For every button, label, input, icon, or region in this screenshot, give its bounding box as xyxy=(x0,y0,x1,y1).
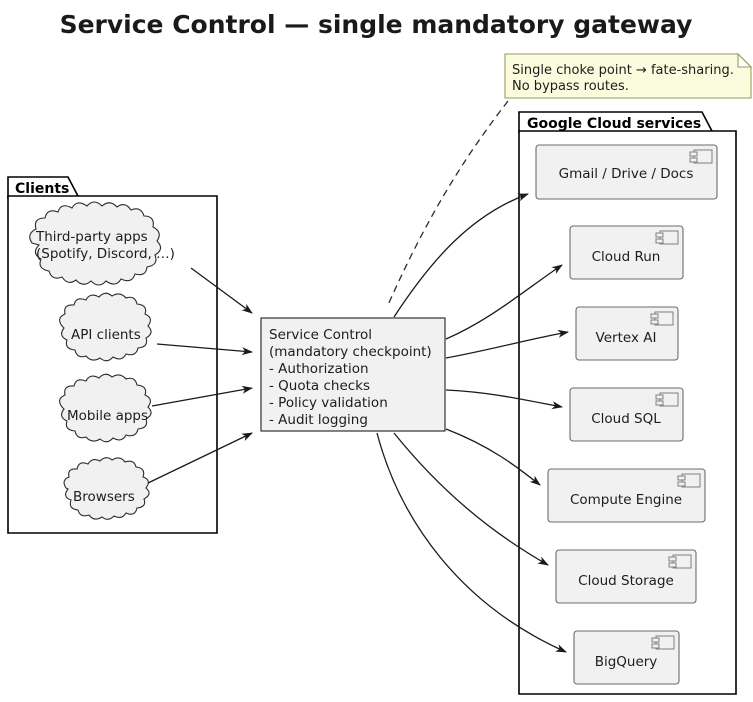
single-choke-point-note: Single choke point → fate-sharing. No by… xyxy=(504,52,753,99)
note-anchor-link xyxy=(387,100,509,306)
component-label: Gmail / Drive / Docs xyxy=(559,166,694,182)
component-label: Cloud Run xyxy=(592,249,661,265)
cloud-label: Browsers xyxy=(73,489,135,505)
gateway-line-2: (mandatory checkpoint) xyxy=(269,344,432,360)
component-label: Vertex AI xyxy=(596,330,657,346)
component-label: Cloud Storage xyxy=(578,573,674,589)
cloud-label-line-2: (Spotify, Discord, …) xyxy=(36,246,175,262)
cloud-label: API clients xyxy=(71,327,141,343)
component-cloud-storage[interactable]: Cloud Storage xyxy=(555,549,697,604)
gateway-line-1: Service Control xyxy=(269,327,372,343)
page-title: Service Control — single mandatory gatew… xyxy=(60,10,693,39)
cloud-third-party-apps[interactable]: Third-party apps (Spotify, Discord, …) xyxy=(29,201,175,286)
component-icon xyxy=(650,311,674,326)
component-icon xyxy=(655,392,679,407)
edge-browsers-to-service-control xyxy=(147,432,253,484)
edge-third-party-apps-to-service-control xyxy=(190,267,253,314)
edge-service-control-to-cloud-storage xyxy=(393,432,549,566)
gateway-line-3: - Authorization xyxy=(269,361,369,377)
component-label: Cloud SQL xyxy=(591,411,661,427)
cloud-label-line-1: Third-party apps xyxy=(35,229,148,245)
gateway-line-5: - Policy validation xyxy=(269,395,388,411)
cloud-browsers[interactable]: Browsers xyxy=(63,457,150,520)
edge-service-control-to-cloud-sql xyxy=(445,389,563,410)
package-clients: Clients xyxy=(7,176,218,534)
component-icon xyxy=(668,554,692,569)
component-vertex-ai[interactable]: Vertex AI xyxy=(575,306,679,361)
component-label: Compute Engine xyxy=(570,492,682,508)
edge-service-control-to-bigquery xyxy=(376,432,567,653)
cloud-mobile-apps[interactable]: Mobile apps xyxy=(59,373,152,443)
edge-service-control-to-cloud-run xyxy=(445,264,563,340)
note-line-1: Single choke point → fate-sharing. xyxy=(512,63,734,78)
component-icon xyxy=(655,230,679,245)
package-label-google-cloud-services: Google Cloud services xyxy=(527,116,701,132)
cloud-label: Mobile apps xyxy=(67,408,148,424)
component-icon xyxy=(689,149,713,164)
node-service-control[interactable]: Service Control (mandatory checkpoint) -… xyxy=(260,317,446,432)
component-bigquery[interactable]: BigQuery xyxy=(573,630,680,685)
cloud-api-clients[interactable]: API clients xyxy=(59,292,152,362)
note-line-2: No bypass routes. xyxy=(512,79,629,94)
component-icon xyxy=(651,635,675,650)
gateway-line-4: - Quota checks xyxy=(269,378,370,394)
component-icon xyxy=(677,473,701,488)
component-gmail-drive-docs[interactable]: Gmail / Drive / Docs xyxy=(535,144,718,200)
edge-api-clients-to-service-control xyxy=(156,343,253,356)
edge-mobile-apps-to-service-control xyxy=(151,385,253,407)
component-compute-engine[interactable]: Compute Engine xyxy=(547,468,706,523)
component-cloud-run[interactable]: Cloud Run xyxy=(569,225,684,280)
gateway-line-6: - Audit logging xyxy=(269,412,368,428)
edge-service-control-to-gmail-drive-docs xyxy=(393,193,529,318)
edge-service-control-to-vertex-ai xyxy=(445,329,569,359)
component-label: BigQuery xyxy=(595,654,658,670)
package-label-clients: Clients xyxy=(15,181,69,197)
edge-service-control-to-compute-engine xyxy=(445,428,541,486)
component-cloud-sql[interactable]: Cloud SQL xyxy=(569,387,684,442)
